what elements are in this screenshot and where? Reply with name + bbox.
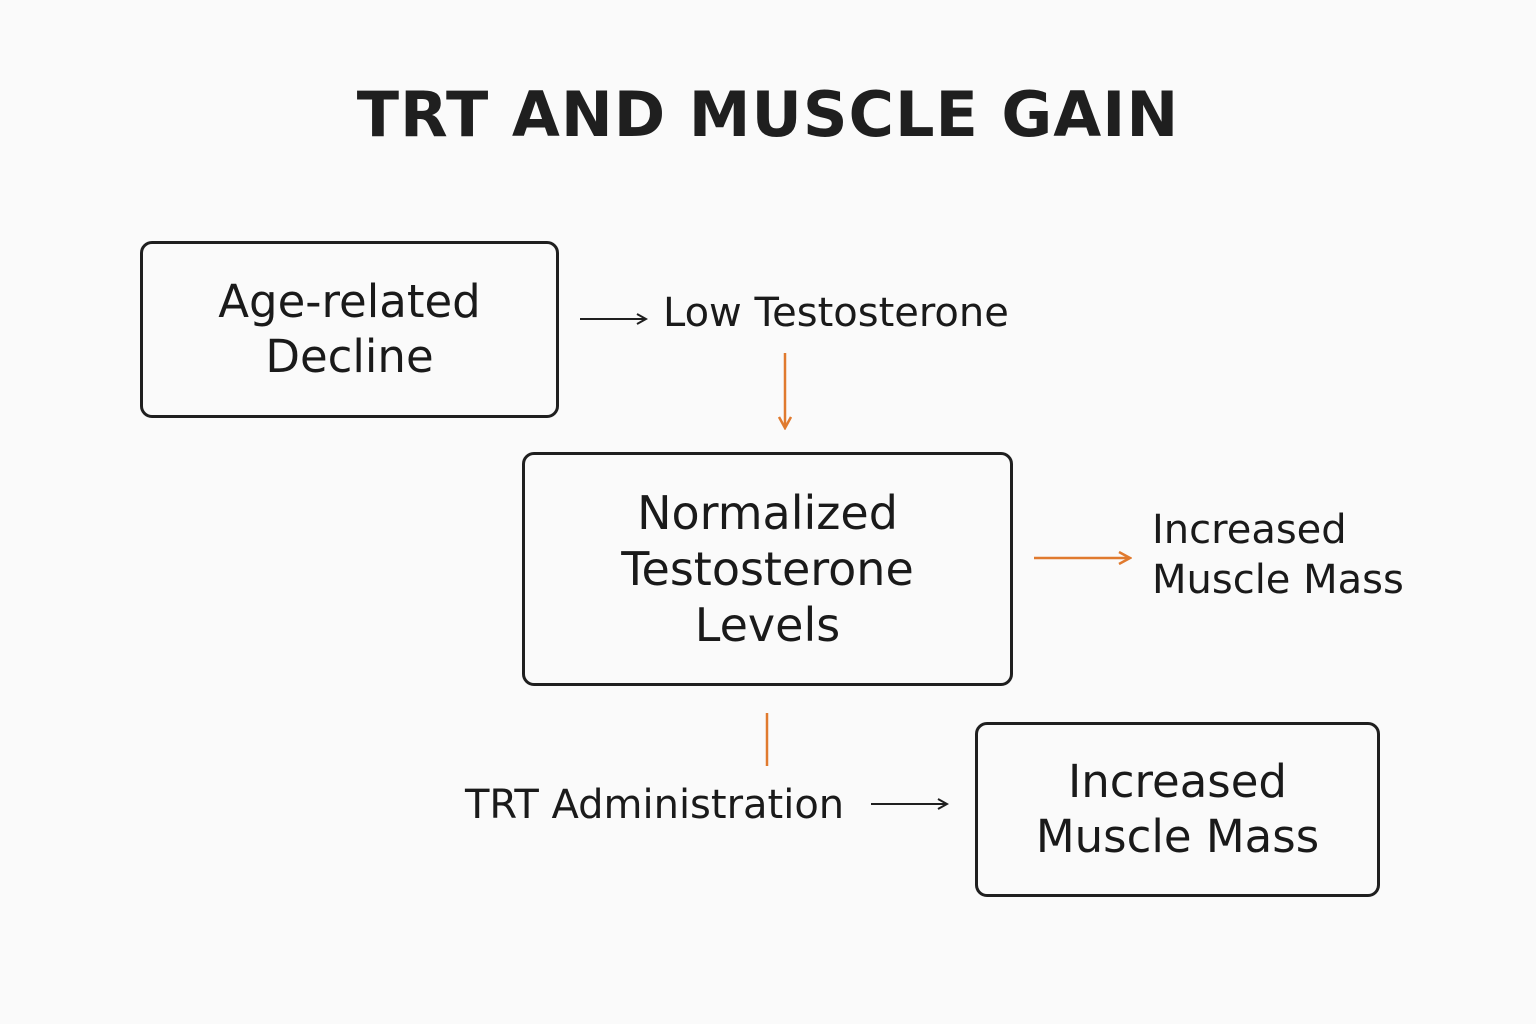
- normalized-testosterone-box: Normalized Testosterone Levels: [522, 452, 1013, 686]
- age-related-decline-text: Age-related Decline: [218, 274, 481, 383]
- trt-administration-label: TRT Administration: [465, 782, 845, 828]
- increased-muscle-mass-box: Increased Muscle Mass: [975, 722, 1380, 897]
- increased-muscle-mass-label: Increased Muscle Mass: [1152, 507, 1404, 603]
- diagram-title: TRT AND MUSCLE GAIN: [356, 78, 1180, 151]
- age-related-decline-box: Age-related Decline: [140, 241, 559, 418]
- increased-muscle-mass-box-text: Increased Muscle Mass: [1035, 754, 1320, 863]
- low-testosterone-label: Low Testosterone: [663, 290, 1009, 336]
- normalized-testosterone-text: Normalized Testosterone Levels: [621, 485, 914, 653]
